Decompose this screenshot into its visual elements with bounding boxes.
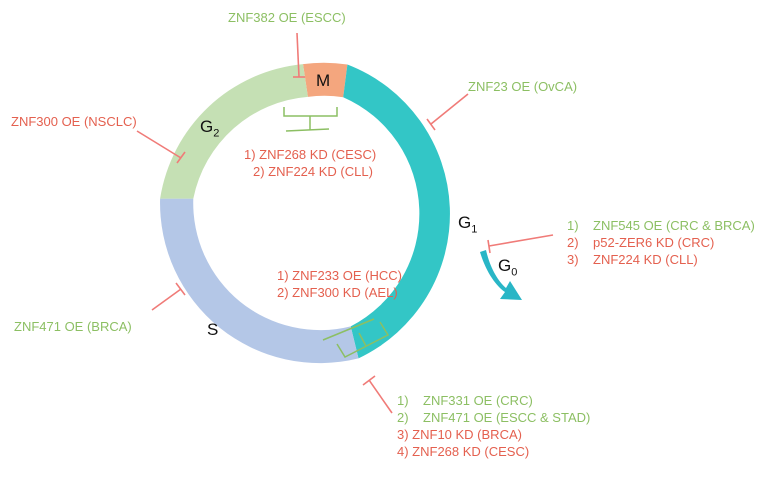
list-g1-item: 3)ZNF224 KD (CLL) (567, 252, 698, 267)
list-g2m: 1) ZNF268 KD (CESC) 2) ZNF224 KD (CLL) (244, 146, 376, 180)
label-znf382: ZNF382 OE (ESCC) (228, 10, 346, 25)
phase-g2-segment (160, 64, 308, 199)
list-g1s: 1)ZNF331 OE (CRC) 2)ZNF471 OE (ESCC & ST… (397, 392, 590, 460)
list-s-item: 2) ZNF300 KD (AEL) (277, 285, 398, 300)
phase-s-label: S (207, 320, 219, 339)
activation-bracket-g2m (283, 107, 338, 117)
phase-g2-label: G2 (200, 117, 220, 140)
list-g1s-item: 4) ZNF268 KD (CESC) (397, 444, 530, 459)
list-g2m-item: 1) ZNF268 KD (CESC) (244, 147, 377, 162)
inhibit-line-znf23-bar (426, 118, 436, 131)
activation-stem-s (358, 332, 367, 347)
label-znf300-nsclc: ZNF300 OE (NSCLC) (11, 114, 137, 129)
list-g1-item: 2)p52-ZER6 KD (CRC) (567, 235, 715, 250)
inhibit-line-znf300 (136, 130, 182, 159)
phase-m-segment (303, 62, 348, 98)
inhibit-line-znf471 (151, 288, 182, 311)
list-s: 1) ZNF233 OE (HCC) 2) ZNF300 KD (AEL) (277, 267, 402, 301)
list-g1s-item: 2)ZNF471 OE (ESCC & STAD) (397, 410, 591, 425)
phase-g0-label: G0 (498, 256, 518, 279)
g0-exit-arrow (480, 250, 522, 300)
label-znf471-brca: ZNF471 OE (BRCA) (14, 319, 132, 334)
inhibit-line-znf471-bar (175, 282, 186, 296)
activation-arrow-g2m (285, 128, 330, 132)
inhibit-line-znf23 (430, 93, 469, 125)
list-s-item: 1) ZNF233 OE (HCC) (277, 268, 402, 283)
inhibit-line-g1 (488, 234, 554, 247)
inhibit-line-g1s-bar (362, 375, 376, 386)
list-g1s-item: 1)ZNF331 OE (CRC) (397, 393, 533, 408)
inhibit-line-znf382 (296, 32, 300, 78)
inhibit-line-g1-bar (487, 239, 491, 254)
list-g2m-item: 2) ZNF224 KD (CLL) (253, 164, 373, 179)
phase-m-label: M (316, 71, 331, 90)
list-g1s-item: 3) ZNF10 KD (BRCA) (397, 427, 522, 442)
inhibit-line-znf300-bar (176, 151, 186, 164)
label-znf23: ZNF23 OE (OvCA) (468, 79, 578, 94)
phase-g1-segment (343, 64, 450, 359)
activation-arrow-s (322, 318, 375, 341)
inhibit-line-g1s (368, 379, 393, 414)
list-g1-item: 1)ZNF545 OE (CRC & BRCA) (567, 218, 755, 233)
activation-bracket-s (336, 321, 390, 358)
list-g1: 1)ZNF545 OE (CRC & BRCA) 2)p52-ZER6 KD (… (567, 217, 755, 268)
phase-g1-label: G1 (458, 213, 478, 236)
